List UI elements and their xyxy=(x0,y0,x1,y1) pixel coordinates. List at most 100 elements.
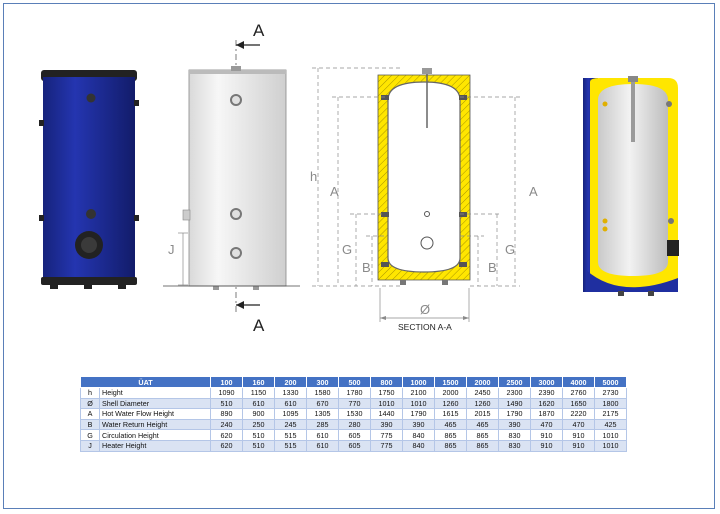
row-symbol: A xyxy=(80,408,100,420)
table-cell: 1800 xyxy=(594,397,627,410)
table-cell: 910 xyxy=(562,439,595,452)
column-header: 300 xyxy=(306,376,339,388)
table-cell: 1330 xyxy=(274,387,307,399)
column-header: 1500 xyxy=(434,376,467,388)
row-label: Water Return Height xyxy=(99,418,211,431)
table-cell: 2300 xyxy=(498,387,531,399)
table-cell: 425 xyxy=(594,418,627,431)
table-cell: 610 xyxy=(242,397,275,410)
table-cell: 1620 xyxy=(530,397,563,410)
column-header: 3000 xyxy=(530,376,563,388)
table-cell: 2450 xyxy=(466,387,499,399)
table-cell: 605 xyxy=(338,429,371,441)
table-cell: 2760 xyxy=(562,387,595,399)
column-header: 2500 xyxy=(498,376,531,388)
table-cell: 770 xyxy=(338,397,371,410)
table-cell: 1010 xyxy=(594,429,627,441)
table-cell: 285 xyxy=(306,418,339,431)
technical-drawings: A A J xyxy=(39,21,679,335)
table-cell: 910 xyxy=(530,439,563,452)
table-cell: 1010 xyxy=(594,439,627,452)
table-cell: 280 xyxy=(338,418,371,431)
table-cell: 2100 xyxy=(402,387,435,399)
section-title: SECTION A-A xyxy=(398,322,452,332)
dim-label-g-left: G xyxy=(342,242,352,257)
page-frame xyxy=(3,3,715,509)
table-header-label: ÜAT xyxy=(80,376,211,388)
table-cell: 1530 xyxy=(338,408,371,420)
row-label: Height xyxy=(99,387,211,399)
row-symbol: J xyxy=(80,439,100,452)
table-cell: 1010 xyxy=(370,397,403,410)
table-cell: 1090 xyxy=(210,387,243,399)
table-cell: 620 xyxy=(210,439,243,452)
table-cell: 890 xyxy=(210,408,243,420)
table-cell: 1780 xyxy=(338,387,371,399)
dim-label-j: J xyxy=(168,242,175,257)
row-symbol: h xyxy=(80,387,100,399)
table-cell: 1305 xyxy=(306,408,339,420)
table-cell: 865 xyxy=(466,439,499,452)
table-cell: 830 xyxy=(498,429,531,441)
table-cell: 830 xyxy=(498,439,531,452)
table-cell: 865 xyxy=(466,429,499,441)
table-cell: 610 xyxy=(306,429,339,441)
table-cell: 1790 xyxy=(402,408,435,420)
table-cell: 465 xyxy=(466,418,499,431)
section-view xyxy=(312,67,520,322)
table-cell: 865 xyxy=(434,439,467,452)
section-marker-top: A xyxy=(253,21,265,40)
table-cell: 2000 xyxy=(434,387,467,399)
table-cell: 515 xyxy=(274,429,307,441)
row-label: Heater Height xyxy=(99,439,211,452)
table-cell: 900 xyxy=(242,408,275,420)
dim-label-a-right: A xyxy=(529,184,538,199)
dim-label-a-left: A xyxy=(330,184,339,199)
table-cell: 2390 xyxy=(530,387,563,399)
dim-label-g-right: G xyxy=(505,242,515,257)
table-cell: 250 xyxy=(242,418,275,431)
table-cell: 510 xyxy=(242,429,275,441)
table-cell: 1260 xyxy=(434,397,467,410)
table-cell: 510 xyxy=(210,397,243,410)
table-cell: 620 xyxy=(210,429,243,441)
table-cell: 605 xyxy=(338,439,371,452)
cutaway-view xyxy=(583,76,679,296)
table-cell: 390 xyxy=(370,418,403,431)
row-symbol: G xyxy=(80,429,100,441)
table-cell: 1490 xyxy=(498,397,531,410)
table-cell: 610 xyxy=(306,439,339,452)
table-cell: 515 xyxy=(274,439,307,452)
table-cell: 1870 xyxy=(530,408,563,420)
table-cell: 390 xyxy=(498,418,531,431)
table-cell: 470 xyxy=(530,418,563,431)
blue-tank-view xyxy=(39,70,139,289)
table-cell: 245 xyxy=(274,418,307,431)
dim-label-diameter: Ø xyxy=(420,302,430,317)
table-cell: 1580 xyxy=(306,387,339,399)
column-header: 800 xyxy=(370,376,403,388)
column-header: 2000 xyxy=(466,376,499,388)
row-label: Shell Diameter xyxy=(99,397,211,410)
table-cell: 910 xyxy=(562,429,595,441)
column-header: 160 xyxy=(242,376,275,388)
column-header: 100 xyxy=(210,376,243,388)
table-cell: 865 xyxy=(434,429,467,441)
column-header: 200 xyxy=(274,376,307,388)
front-view xyxy=(163,40,300,312)
table-cell: 390 xyxy=(402,418,435,431)
dim-label-b-right: B xyxy=(488,260,497,275)
column-header: 500 xyxy=(338,376,371,388)
table-cell: 1150 xyxy=(242,387,275,399)
column-header: 1000 xyxy=(402,376,435,388)
table-cell: 470 xyxy=(562,418,595,431)
row-symbol: B xyxy=(80,418,100,431)
table-cell: 2220 xyxy=(562,408,595,420)
dim-label-h: h xyxy=(310,169,317,184)
